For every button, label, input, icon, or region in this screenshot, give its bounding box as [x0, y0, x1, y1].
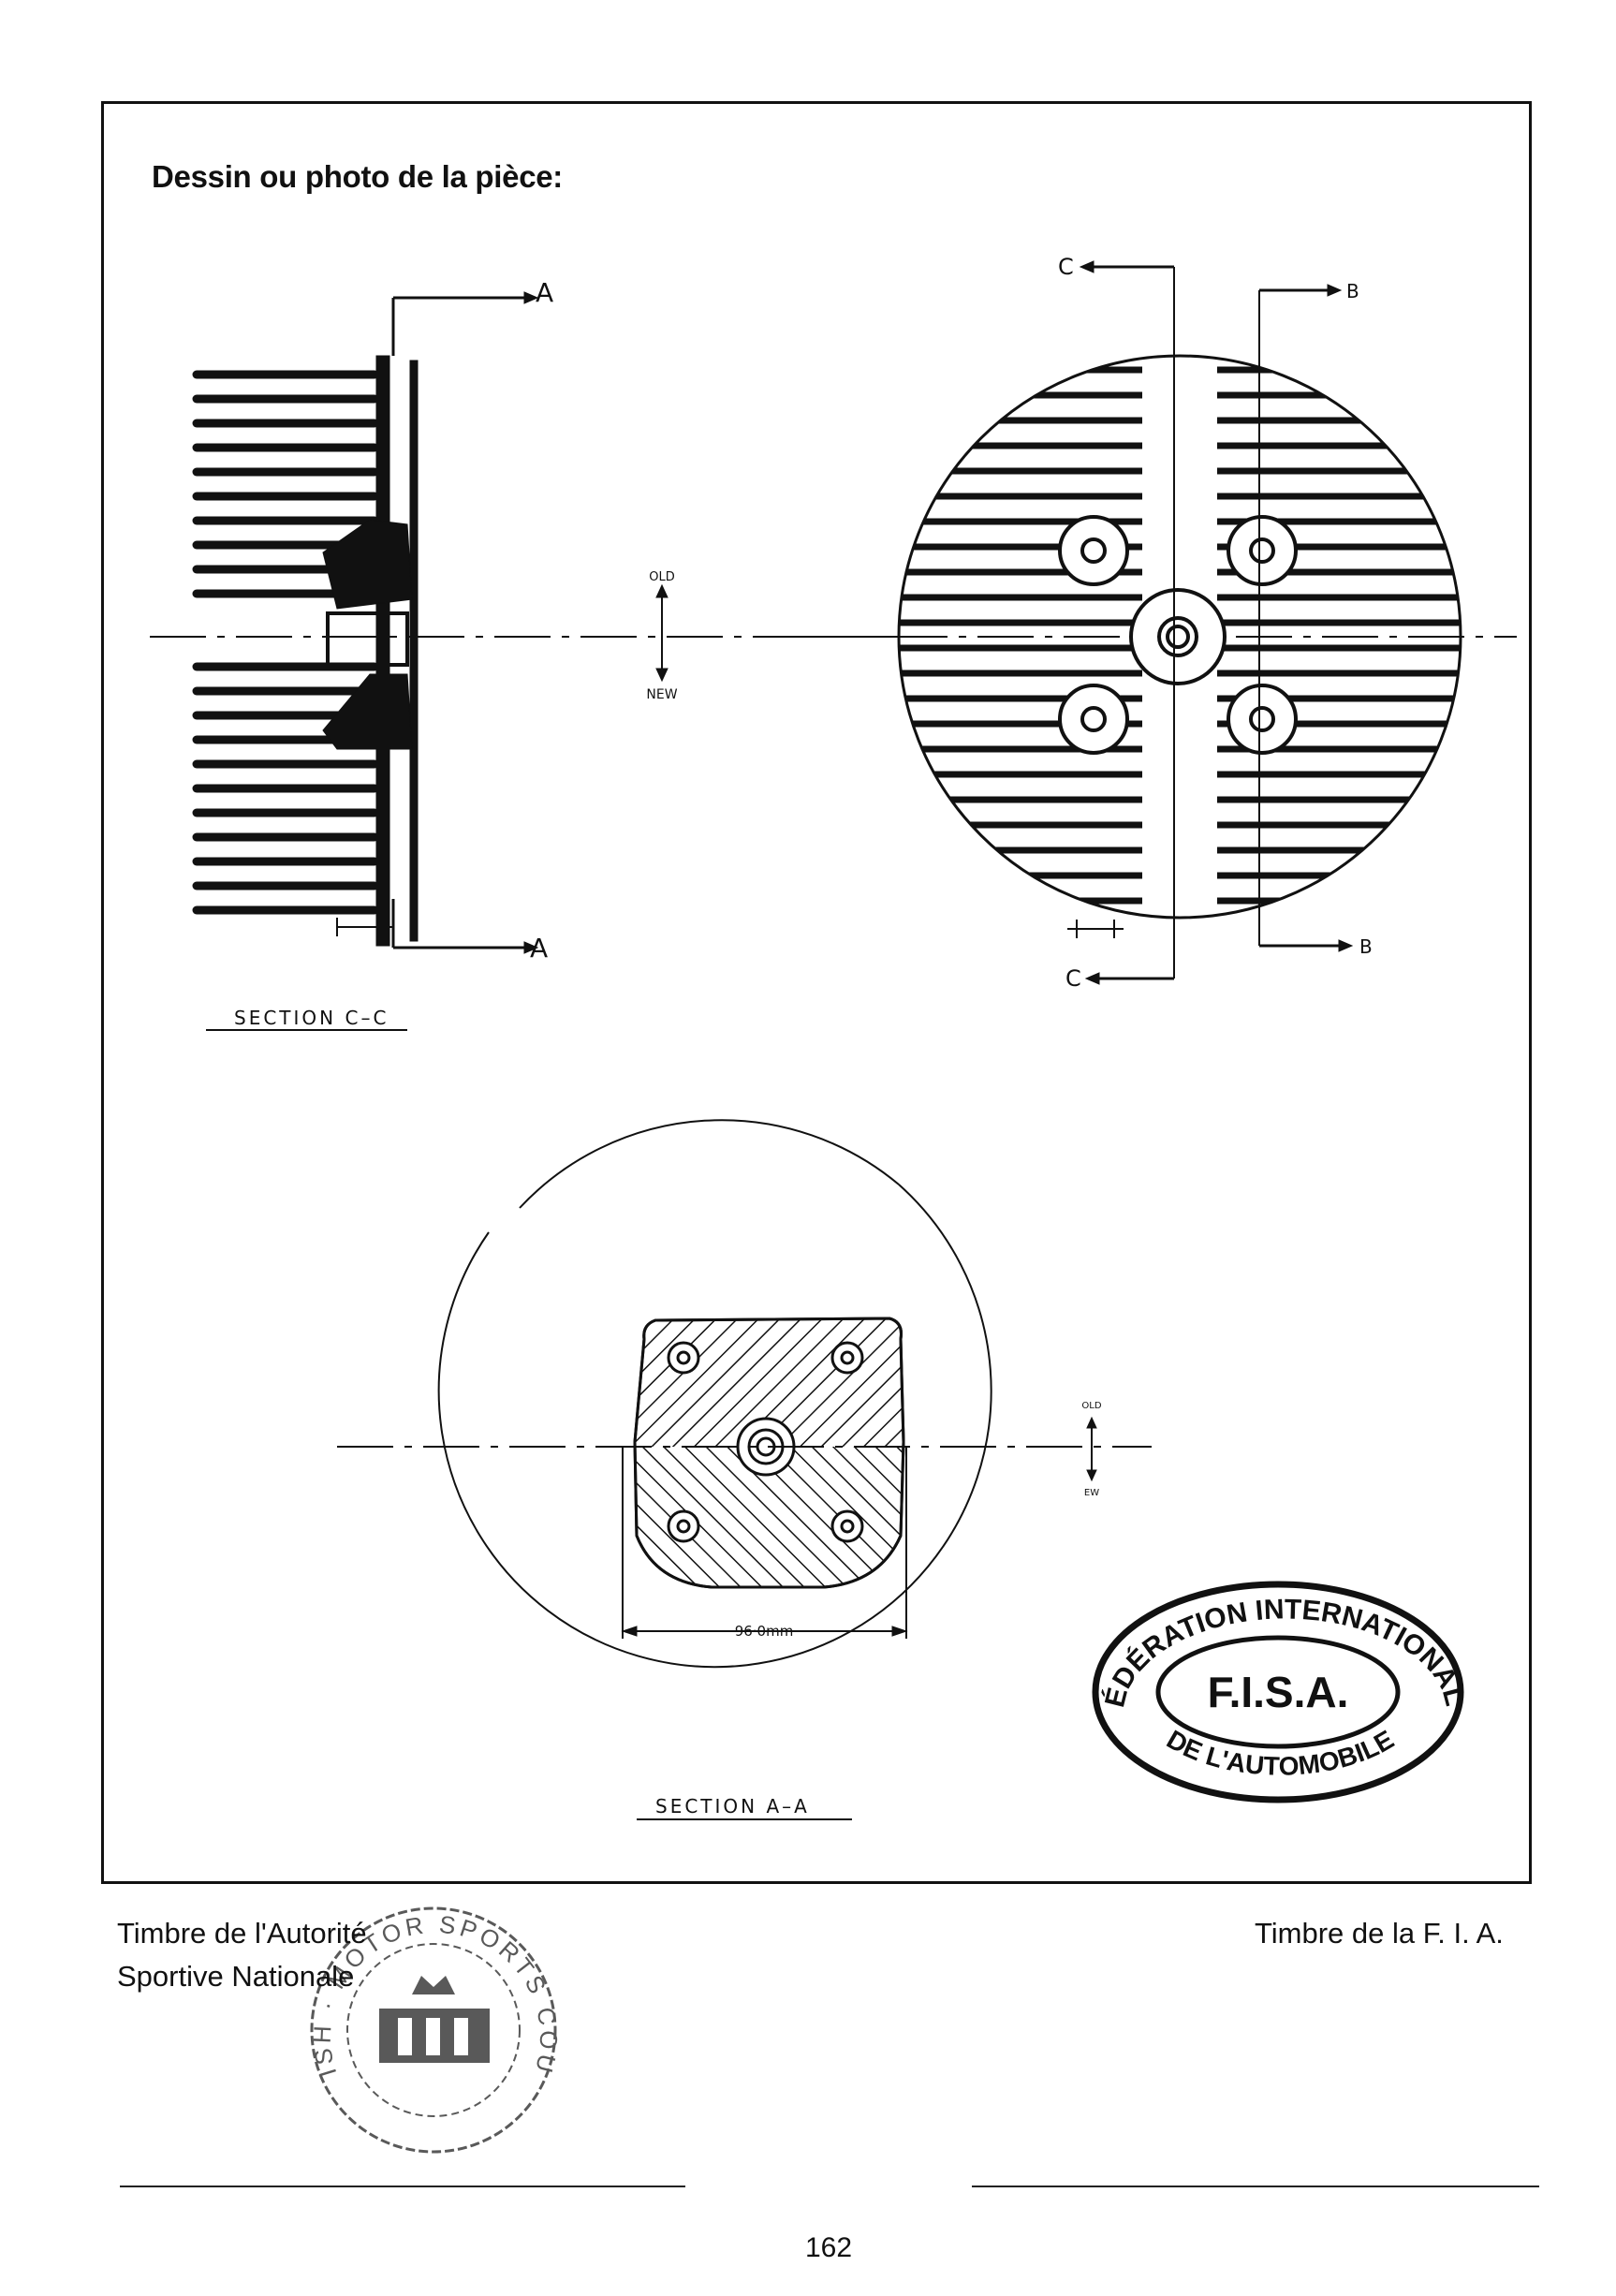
- aa-orientation-new-label: EW: [1084, 1488, 1099, 1498]
- national-authority-stamp-label: Timbre de l'Autorité Sportive Nationale: [117, 1912, 367, 1998]
- dimension-label: 96·0mm: [735, 1623, 794, 1640]
- section-cc-label: SECTION C–C: [234, 1007, 389, 1029]
- page-heading: Dessin ou photo de la pièce:: [152, 159, 564, 194]
- orientation-arrow: [655, 583, 668, 683]
- right-signature-line: [972, 2186, 1539, 2187]
- section-mark-c-top: C: [1058, 254, 1074, 280]
- section-mark-a-top: A: [536, 277, 553, 308]
- section-mark-b-top: B: [1346, 280, 1359, 302]
- national-authority-line1: Timbre de l'Autorité: [117, 1917, 367, 1950]
- national-stamp-ring-text: BRITISH · MOTOR SPORTS COUNCIL: [0, 0, 563, 2080]
- page-number: 162: [804, 2232, 853, 2263]
- top-view-drawing: [805, 260, 1517, 985]
- frame-shadow: [105, 1881, 1532, 1884]
- frame-shadow: [1529, 105, 1532, 1884]
- national-authority-line2: Sportive Nationale: [117, 1960, 355, 1993]
- fisa-stamp-center-text: F.I.S.A.: [1208, 1668, 1349, 1716]
- section-aa-label: SECTION A–A: [655, 1795, 810, 1818]
- aa-orientation-old-label: OLD: [1081, 1401, 1101, 1411]
- section-mark-a-bottom: A: [530, 933, 548, 964]
- side-view-drawing: [150, 291, 899, 1031]
- section-mark-c-bottom: C: [1065, 965, 1081, 992]
- fia-stamp-label: Timbre de la F. I. A.: [1255, 1917, 1504, 1950]
- national-stamp: BRITISH · MOTOR SPORTS COUNCIL: [0, 0, 563, 2154]
- orientation-old-label: OLD: [649, 570, 675, 584]
- left-signature-line: [120, 2186, 685, 2187]
- orientation-new-label: NEW: [646, 687, 677, 702]
- section-aa-drawing: [337, 1119, 1152, 1820]
- section-mark-b-bottom: B: [1359, 935, 1373, 958]
